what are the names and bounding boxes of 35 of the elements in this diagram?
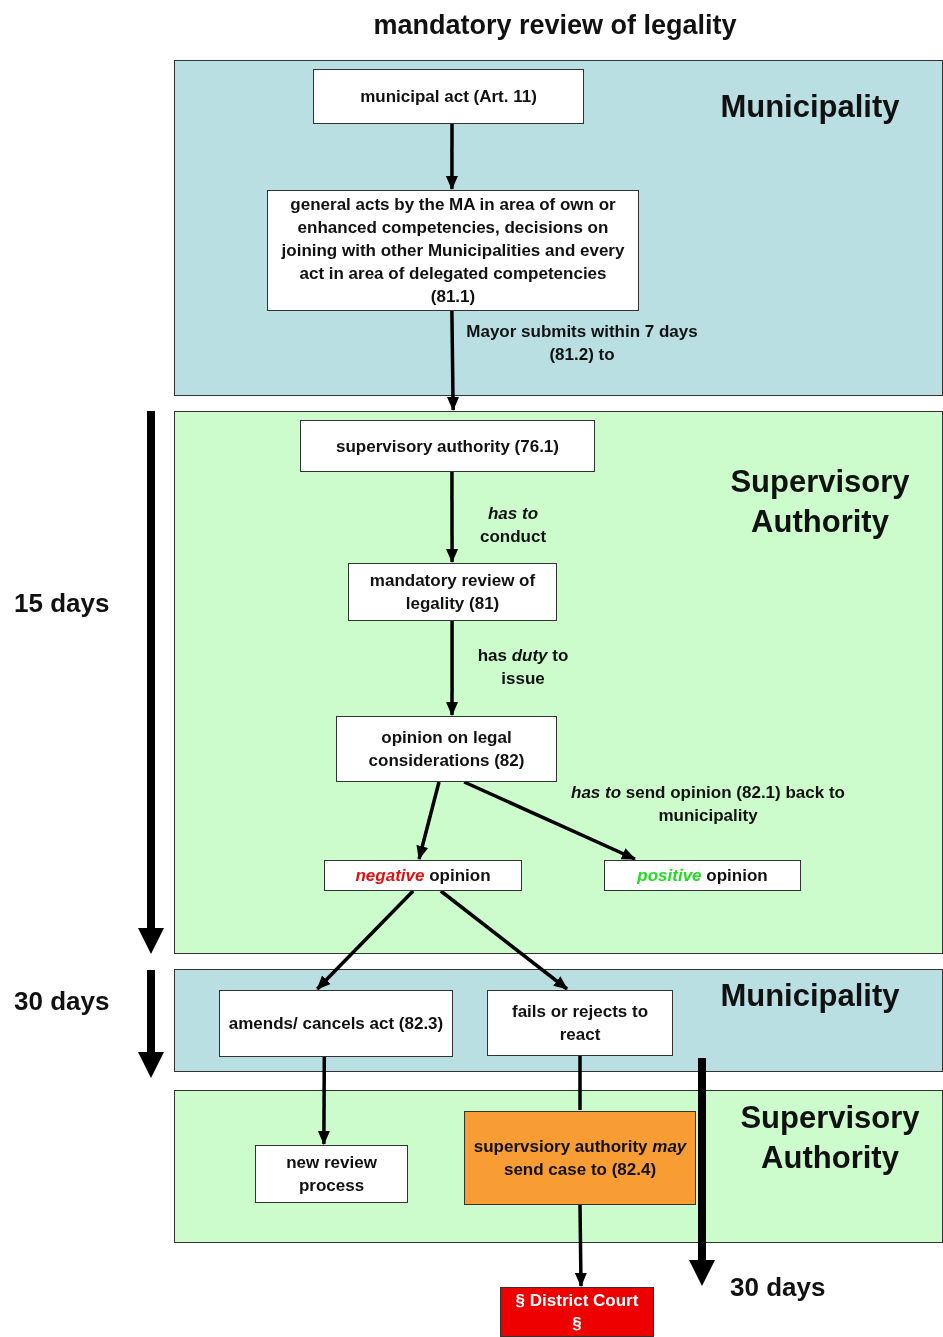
duration-label: 15 days [14,588,110,618]
connector-line [578,1056,582,1110]
lane-heading: Municipality [719,977,901,1015]
process-box: general acts by the MA in area of own or enhanced competencies, decisions on joining with other Municipalities and every act in area of delegated competencies (81.1) [267,190,639,311]
arrow [463,780,636,861]
arrow [439,889,569,991]
process-box: new review process [255,1145,408,1203]
swimlane-band [174,60,943,396]
diagram-title: mandatory review of legality [372,9,738,42]
process-box: mandatory review of legality (81) [348,563,557,621]
process-box: municipal act (Art. 11) [313,69,584,124]
process-box: negative opinion [324,860,522,891]
process-box: supervsiory authority may send case to (82.4) [464,1111,696,1205]
lane-heading: Supervisory Authority [729,463,911,541]
arrow [446,472,459,563]
arrow [445,124,458,190]
arrow [317,1057,330,1145]
duration-label: 30 days [14,986,110,1016]
process-box: fails or rejects to react [487,990,673,1056]
process-box: positive opinion [604,860,801,891]
lane-heading: Supervisory Authority [739,1099,921,1177]
arrow [316,889,415,991]
lane-heading: Municipality [719,88,901,126]
duration-label: 30 days [730,1272,826,1302]
arrow [447,310,459,411]
swimlane-band [174,411,943,954]
process-box: amends/ cancels act (82.3) [219,990,453,1057]
arrow [574,1204,587,1287]
process-box: supervisory authority (76.1) [300,420,595,472]
arrow [446,621,459,716]
arrow [416,781,441,860]
swimlane-band [174,969,943,1072]
process-box: opinion on legal considerations (82) [336,716,557,782]
swimlane-band [174,1090,943,1243]
court-box: § District Court § [500,1287,654,1337]
